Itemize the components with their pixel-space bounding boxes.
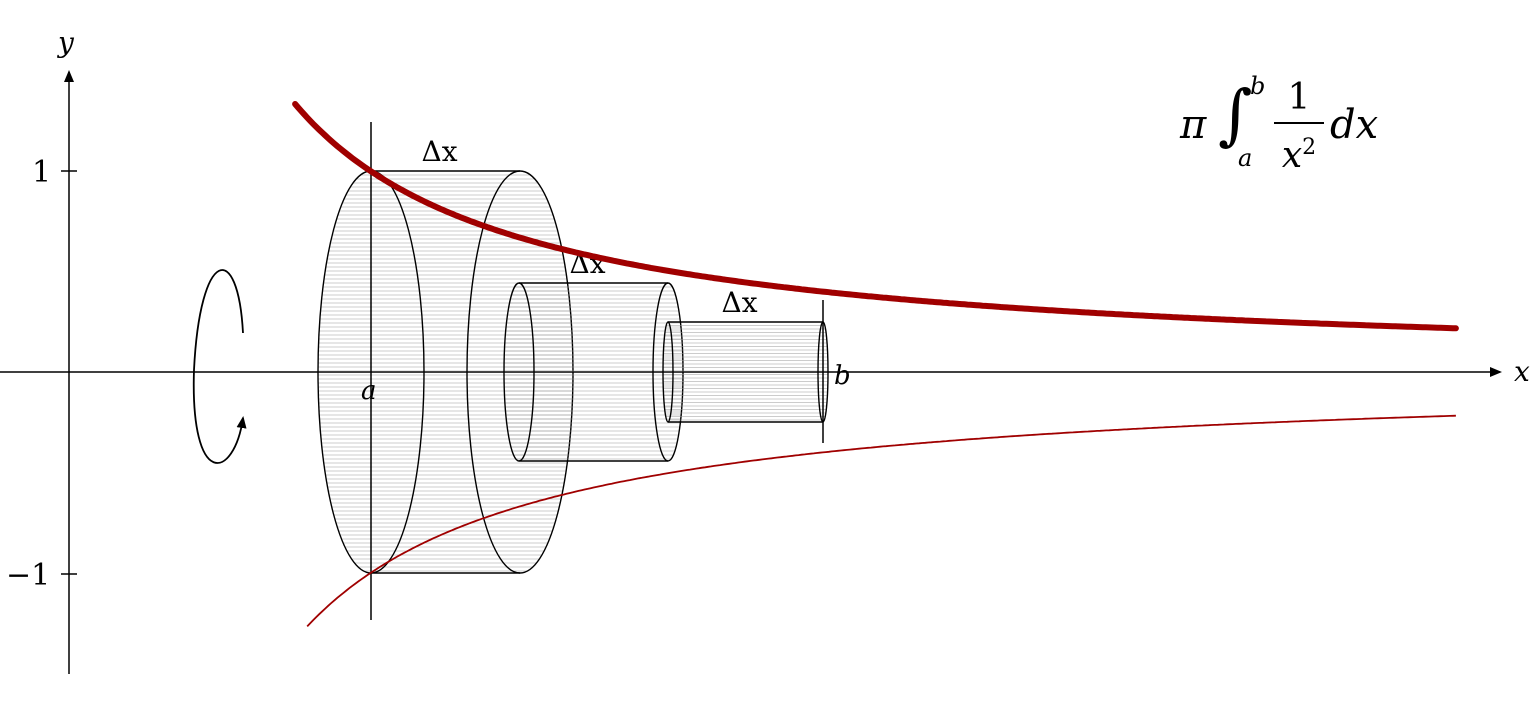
formula-numerator: 1 (1287, 77, 1311, 118)
formula-fraction-bar (1274, 122, 1324, 124)
formula-denominator-exponent: 2 (1302, 135, 1317, 160)
curve-one-over-x-lower-reflection (306, 414, 1456, 628)
x-axis-label: x (1514, 355, 1530, 388)
y-tick-label-pos: 1 (32, 155, 51, 190)
rotation-arrow-icon (192, 269, 247, 464)
slice-width-label: Δx (422, 135, 458, 168)
curve-one-over-x-upper (292, 101, 1459, 332)
slice-width-label: Δx (722, 286, 758, 319)
formula-differential: dx (1330, 102, 1379, 148)
y-tick-label-neg: −1 (6, 558, 50, 593)
formula-lower-limit: a (1238, 144, 1253, 172)
b-label: b (834, 361, 851, 391)
formula-integral-sign: ∫ (1218, 76, 1253, 153)
formula-denominator: x2 (1274, 126, 1324, 178)
cylinder-slice-2: Δx (503, 247, 684, 462)
a-label: a (361, 376, 377, 406)
formula-pi: π (1180, 102, 1207, 148)
volume-integral-formula: π ∫ b a 1 x2 dx (1180, 70, 1440, 190)
slice-hatching (318, 174, 573, 572)
formula-fraction: 1 x2 (1274, 76, 1324, 178)
slice-hatching (663, 325, 828, 421)
cylinder-slice-3: Δx (662, 286, 829, 423)
formula-upper-limit: b (1250, 72, 1266, 100)
y-axis-label: y (56, 26, 75, 59)
formula-denominator-base: x (1281, 135, 1303, 176)
cylinder-slice-1: Δx (317, 135, 574, 574)
